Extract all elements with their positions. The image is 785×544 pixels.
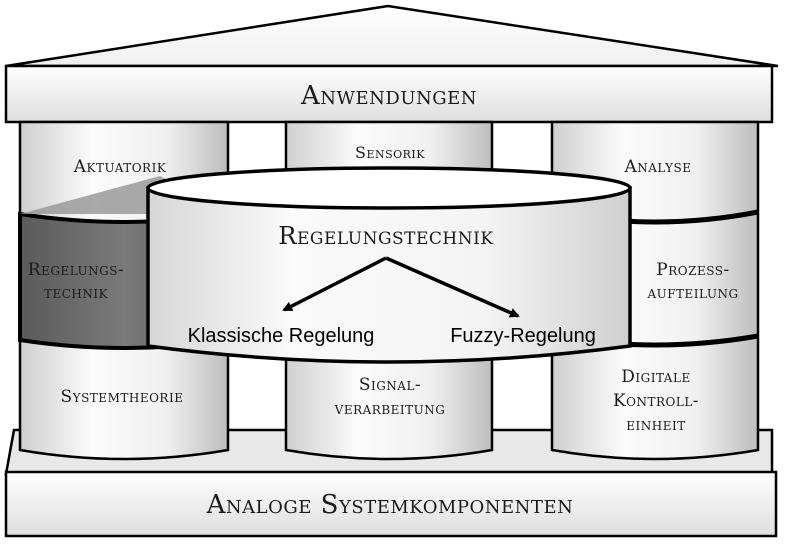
pediment: [5, 4, 779, 68]
column-right-middle-label-2: aufteilung: [646, 283, 738, 303]
central-drum-body: [146, 186, 632, 364]
central-drum: Regelungstechnik Klassische Regelung Fuz…: [146, 166, 632, 364]
column-center-bottom-label-1: Signal-: [359, 375, 421, 395]
central-drum-top: [146, 166, 632, 210]
column-right-top-label: Analyse: [623, 157, 691, 177]
column-left-top-label: Aktuatorik: [73, 157, 167, 177]
roof-label: Anwendungen: [300, 81, 477, 111]
column-center-bottom-label-2: verarbeitung: [334, 399, 446, 419]
column-right-bottom-label-3: einheit: [626, 415, 685, 435]
column-right-middle-label-1: Prozess-: [656, 260, 729, 280]
column-left-middle-label-2: technik: [44, 283, 109, 303]
column-right-bottom-label-2: Kontroll-: [613, 391, 699, 411]
arrow-left: [282, 256, 387, 312]
base-slab: [4, 470, 778, 538]
roof-beam: [4, 64, 774, 124]
branch-fuzzy: Fuzzy-Regelung: [450, 325, 596, 347]
column-center-top-label: Sensorik: [355, 143, 425, 162]
central-drum-title: Regelungstechnik: [278, 222, 493, 250]
column-left-bottom-label: Systemtheorie: [61, 387, 184, 407]
branch-classic: Klassische Regelung: [188, 325, 375, 347]
base-label: Analoge Systemkomponenten: [206, 490, 574, 520]
column-right-bottom-label-1: Digitale: [621, 367, 690, 387]
roof: Anwendungen: [4, 4, 779, 124]
column-left-middle-label-1: Regelungs-: [28, 260, 124, 280]
arrow-right: [385, 256, 520, 318]
